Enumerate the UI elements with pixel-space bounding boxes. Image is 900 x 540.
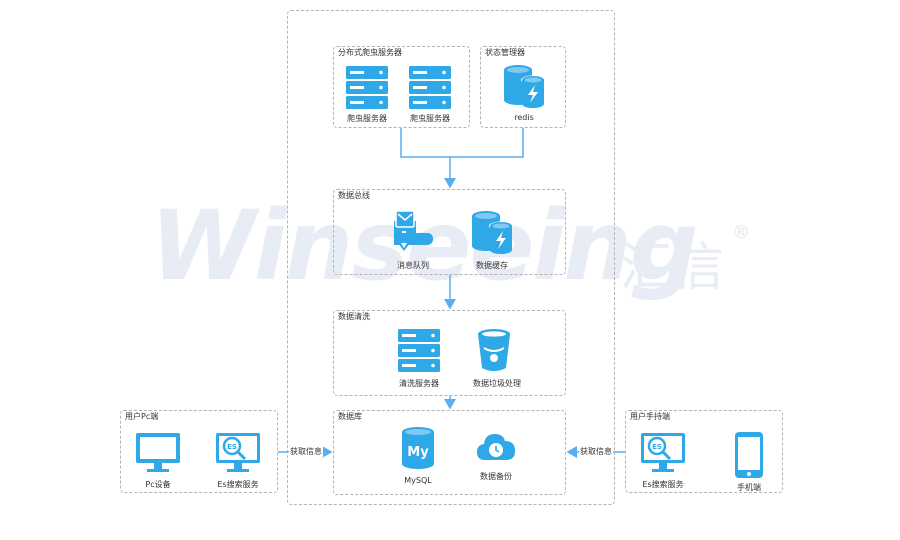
mobile-es-search-label: Es搜索服务 xyxy=(642,480,684,489)
database-flash-icon xyxy=(472,211,513,254)
pc-es-search-label: Es搜索服务 xyxy=(217,480,259,489)
cloud-backup-icon xyxy=(477,434,515,460)
data-bus-group xyxy=(333,189,566,275)
svg-text:ES: ES xyxy=(652,443,662,451)
data-backup-label: 数据备份 xyxy=(480,472,512,481)
message-queue-icon xyxy=(394,210,433,251)
monitor-icon xyxy=(136,433,180,472)
mysql-label: MySQL xyxy=(404,476,432,485)
data-cleaning-group xyxy=(333,310,566,396)
es-search-icon: ES xyxy=(216,433,260,472)
watermark-registered: ® xyxy=(732,222,750,243)
user-mobile-group xyxy=(625,410,783,493)
server-icon xyxy=(346,66,388,109)
es-search-icon: ES xyxy=(641,433,685,472)
server-icon xyxy=(398,329,440,372)
server-icon xyxy=(409,66,451,109)
state-manager-group-title: 状态管理器 xyxy=(485,48,525,57)
database-flash-icon xyxy=(504,65,545,108)
crawler-to-bus-line xyxy=(400,128,524,158)
crawler-server-1-label: 爬虫服务器 xyxy=(347,114,387,123)
data-cleaning-group-title: 数据清洗 xyxy=(338,312,370,321)
crawler-group xyxy=(333,46,470,128)
crawler-server-2-label: 爬虫服务器 xyxy=(410,114,450,123)
message-queue-label: 消息队列 xyxy=(397,261,429,270)
phone-icon xyxy=(735,432,763,478)
watermark-brand-cn: 汇信 xyxy=(620,238,725,298)
crawler-group-title: 分布式爬虫服务器 xyxy=(338,48,402,57)
mobile-phone-label: 手机端 xyxy=(737,483,761,492)
database-group xyxy=(333,410,566,495)
user-mobile-group-title: 用户手持端 xyxy=(630,412,670,421)
watermark-brand: Winseeing xyxy=(150,190,698,302)
data-bus-group-title: 数据总线 xyxy=(338,191,370,200)
svg-text:ES: ES xyxy=(227,443,237,451)
trash-bin-icon xyxy=(478,329,510,371)
svg-text:My: My xyxy=(407,445,429,460)
data-garbage-label: 数据垃圾处理 xyxy=(473,379,521,388)
pc-device-label: Pc设备 xyxy=(145,480,171,489)
data-cache-label: 数据缓存 xyxy=(476,261,508,270)
mysql-icon: My xyxy=(402,427,434,469)
redis-label: redis xyxy=(514,113,534,122)
state-manager-group xyxy=(480,46,566,128)
left-connector-label: 获取信息 xyxy=(289,446,323,457)
cleaning-server-label: 清洗服务器 xyxy=(399,379,439,388)
user-pc-group xyxy=(120,410,278,493)
right-connector-label: 获取信息 xyxy=(579,446,613,457)
database-group-title: 数据库 xyxy=(338,412,362,421)
user-pc-group-title: 用户Pc端 xyxy=(125,412,159,421)
system-outer-boundary xyxy=(287,10,615,505)
